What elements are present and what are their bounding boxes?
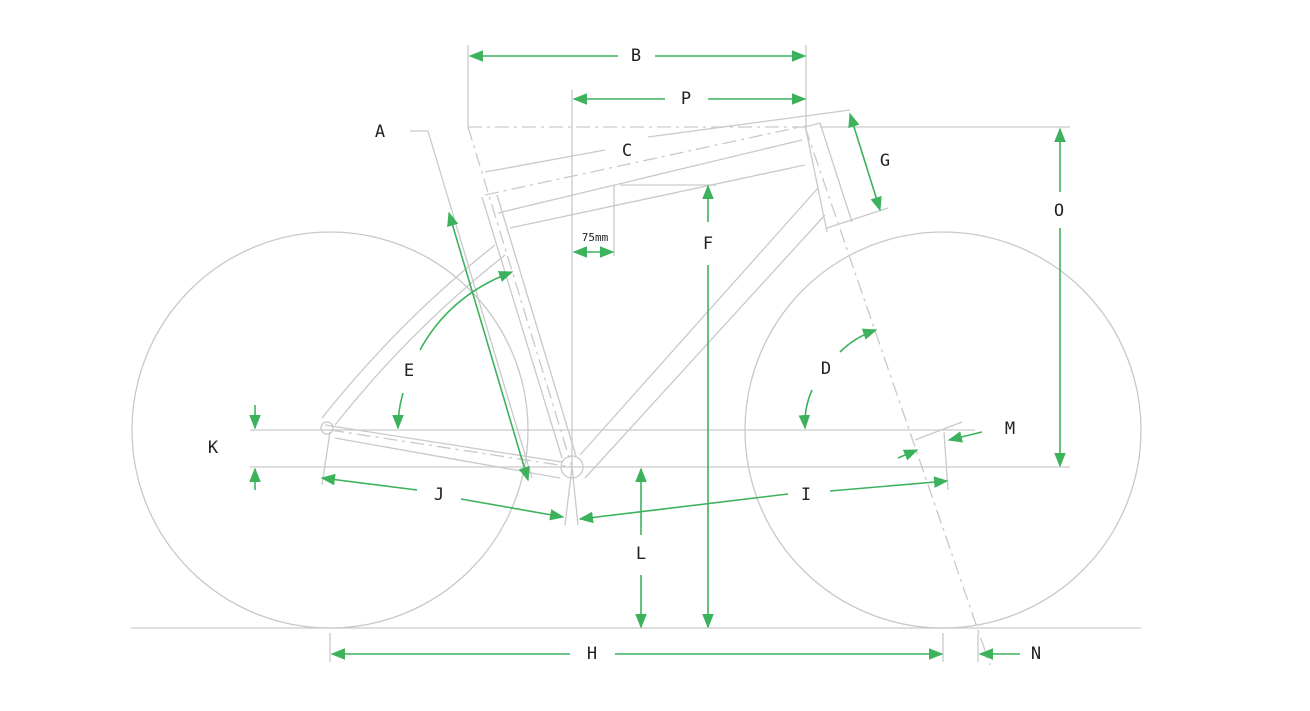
down-tube xyxy=(579,187,819,456)
top-tube xyxy=(497,139,803,214)
label-k: K xyxy=(208,438,219,458)
arrow-j-right xyxy=(460,498,565,521)
arrow-j-left xyxy=(320,473,418,491)
label-a: A xyxy=(375,122,385,142)
label-h: H xyxy=(587,644,597,664)
steering-axis xyxy=(804,126,991,666)
seat-tube xyxy=(481,196,563,459)
arrow-e-arc xyxy=(419,271,514,351)
dimension-arrows xyxy=(249,50,1066,660)
label-o: O xyxy=(1054,201,1064,221)
arrow-d-arc xyxy=(839,328,878,353)
arrow-i-left xyxy=(578,493,789,524)
seat-stay xyxy=(321,244,496,419)
arrow-g xyxy=(848,112,882,212)
rear-dropout xyxy=(320,421,334,435)
label-i: I xyxy=(801,485,811,505)
label-c: C xyxy=(622,141,632,161)
arrow-d-down xyxy=(798,389,813,430)
label-m: M xyxy=(1005,419,1015,439)
head-tube xyxy=(804,124,828,233)
arrow-m-left xyxy=(897,449,919,461)
seat-tube-axis xyxy=(467,126,573,468)
label-n: N xyxy=(1031,644,1041,664)
label-l: L xyxy=(636,544,646,564)
arrow-i-right xyxy=(829,476,949,492)
label-p: P xyxy=(681,89,691,109)
dimension-labels: A B C D E F G H I J K L M N O P 75mm xyxy=(208,46,1064,664)
label-75mm: 75mm xyxy=(582,231,609,244)
arrow-e-down xyxy=(392,392,404,430)
arrow-m-right xyxy=(947,431,983,443)
label-j: J xyxy=(434,485,444,505)
frame-drawing xyxy=(131,45,1142,666)
label-f: F xyxy=(703,234,713,254)
label-b: B xyxy=(631,46,641,66)
bottom-bracket xyxy=(560,455,584,479)
arrow-a xyxy=(447,211,530,482)
label-d: D xyxy=(821,359,831,379)
label-e: E xyxy=(404,361,414,381)
label-g: G xyxy=(880,151,890,171)
